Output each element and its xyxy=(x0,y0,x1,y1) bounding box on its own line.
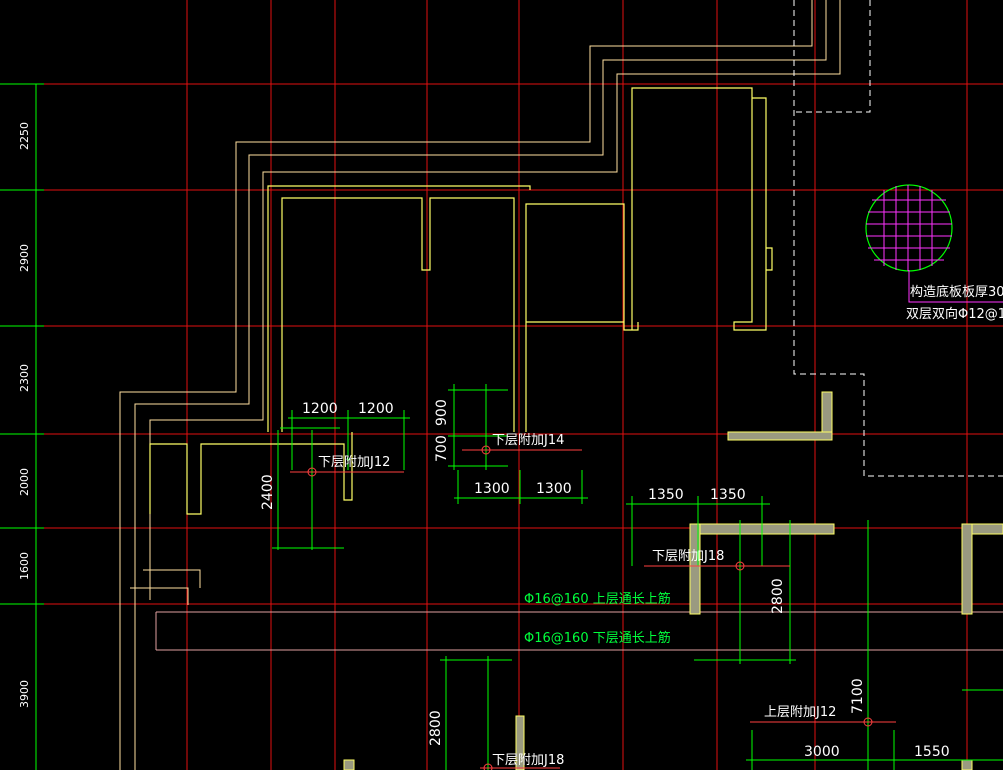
dim-700: 700 xyxy=(434,435,450,462)
label-lower-j12: 下层附加J12 xyxy=(318,455,390,470)
axis-dim-0: 2250 xyxy=(18,122,31,150)
label-upper-j12: 上层附加J12 xyxy=(764,705,836,720)
dim-1350-left: 1350 xyxy=(648,487,684,503)
dim-1300-right: 1300 xyxy=(536,481,572,497)
label-leaders xyxy=(290,445,896,770)
left-dimension-chain xyxy=(0,83,44,770)
left-dimension-values: 2250 2900 2300 2000 1600 3900 xyxy=(18,122,31,708)
axis-dim-4: 1600 xyxy=(18,552,31,580)
dim-1200-right: 1200 xyxy=(358,401,394,417)
hatched-pile-circle xyxy=(865,184,1003,303)
axis-dim-5: 3900 xyxy=(18,680,31,708)
dim-2400: 2400 xyxy=(260,474,276,510)
dim-1350-right: 1350 xyxy=(710,487,746,503)
dim-7100: 7100 xyxy=(850,678,866,714)
label-lower-j18-bottom: 下层附加J18 xyxy=(492,753,564,768)
axis-grid-horizontal xyxy=(0,83,1003,605)
dim-1300-left: 1300 xyxy=(474,481,510,497)
dim-2800-right: 2800 xyxy=(770,578,786,614)
slab-note-thickness: 构造底板板厚300 xyxy=(910,284,1003,300)
dim-3000: 3000 xyxy=(804,744,840,760)
dimension-lines xyxy=(272,384,1003,770)
dim-1550: 1550 xyxy=(914,744,950,760)
slab-note-rebar: 双层双向Φ12@150 xyxy=(906,306,1003,322)
dim-2800-bottom: 2800 xyxy=(428,710,444,746)
label-lower-j14: 下层附加J14 xyxy=(492,433,564,448)
rebar-note-lower: Φ16@160 下层通长上筋 xyxy=(524,630,671,646)
axis-dim-3: 2000 xyxy=(18,468,31,496)
axis-grid-vertical xyxy=(186,0,968,770)
dashed-boundary xyxy=(793,0,1003,477)
axis-dim-1: 2900 xyxy=(18,244,31,272)
dim-1200-left: 1200 xyxy=(302,401,338,417)
dim-900: 900 xyxy=(434,399,450,426)
wall-outlines xyxy=(149,87,773,515)
dimension-values: 1200 1200 900 700 2400 1300 1300 1350 13… xyxy=(260,399,950,760)
rebar-note-upper: Φ16@160 上层通长上筋 xyxy=(524,591,671,607)
building-outlines xyxy=(119,0,1003,770)
rebar-labels: 下层附加J12 下层附加J14 下层附加J18 上层附加J12 下层附加J18 … xyxy=(318,433,836,768)
label-lower-j18-right: 下层附加J18 xyxy=(652,549,724,564)
axis-dim-2: 2300 xyxy=(18,364,31,392)
